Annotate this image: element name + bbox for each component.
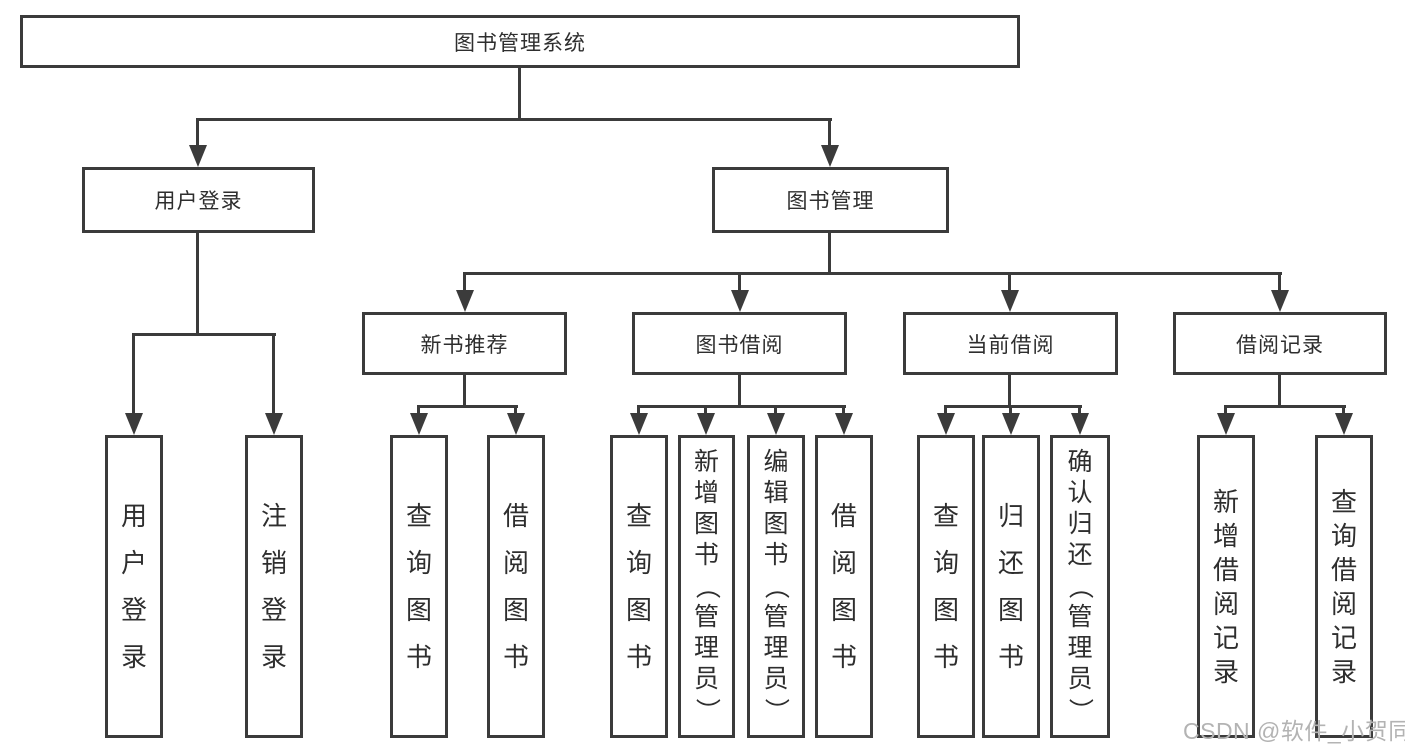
leaf-user-login-label: 用户登录 — [120, 501, 147, 672]
arrow-down-icon — [1071, 413, 1089, 435]
connector-shaft — [1278, 272, 1281, 294]
connector-shaft — [774, 405, 777, 419]
connector-shaft — [1342, 405, 1345, 419]
arrow-down-icon — [697, 413, 715, 435]
node-root-label: 图书管理系统 — [454, 31, 586, 55]
connector-to-user-login — [196, 118, 199, 149]
connector-book-borrow-split — [637, 405, 846, 408]
leaf-query-book-1: 查询图书 — [390, 435, 448, 738]
node-root: 图书管理系统 — [20, 15, 1020, 68]
leaf-add-record-label: 新增借阅记录 — [1212, 486, 1239, 687]
node-current-borrow-label: 当前借阅 — [966, 333, 1055, 357]
leaf-query-record: 查询借阅记录 — [1315, 435, 1373, 738]
node-book-mgmt: 图书管理 — [712, 167, 949, 233]
connector-current-borrow-stem — [1008, 375, 1011, 405]
arrow-down-icon — [125, 413, 143, 435]
leaf-logout-label: 注销登录 — [260, 501, 287, 672]
connector-shaft — [944, 405, 947, 419]
connector-shaft — [842, 405, 845, 419]
connector-book-mgmt-stem — [828, 233, 831, 272]
leaf-add-book-label: 新增图书（管理员） — [692, 448, 721, 724]
leaf-borrow-book-2-label: 借阅图书 — [830, 501, 857, 672]
connector-borrow-record-stem — [1278, 375, 1281, 405]
leaf-return-book-label: 归还图书 — [997, 501, 1024, 672]
node-new-book-rec-label: 新书推荐 — [420, 333, 509, 357]
node-user-login: 用户登录 — [82, 167, 315, 233]
node-borrow-record: 借阅记录 — [1173, 312, 1387, 375]
connector-shaft — [514, 405, 517, 419]
arrow-down-icon — [507, 413, 525, 435]
connector-shaft — [132, 333, 135, 417]
leaf-add-record: 新增借阅记录 — [1197, 435, 1255, 738]
leaf-edit-book: 编辑图书（管理员） — [747, 435, 805, 738]
connector-new-book-stem — [463, 375, 466, 405]
leaf-logout: 注销登录 — [245, 435, 303, 738]
arrow-down-icon — [630, 413, 648, 435]
arrow-down-icon — [1217, 413, 1235, 435]
leaf-confirm-return: 确认归还（管理员） — [1050, 435, 1110, 738]
connector-shaft — [738, 272, 741, 294]
connector-user-login-split — [132, 333, 276, 336]
connector-book-mgmt-split — [463, 272, 1282, 275]
arrow-down-icon — [1002, 413, 1020, 435]
leaf-borrow-book-1: 借阅图书 — [487, 435, 545, 738]
node-book-mgmt-label: 图书管理 — [786, 190, 875, 213]
connector-shaft — [1008, 272, 1011, 294]
node-book-borrow: 图书借阅 — [632, 312, 847, 375]
leaf-borrow-book-2: 借阅图书 — [815, 435, 873, 738]
arrow-down-icon — [821, 145, 839, 167]
arrow-down-icon — [189, 145, 207, 167]
connector-shaft — [704, 405, 707, 419]
connector-shaft — [463, 272, 466, 294]
arrow-down-icon — [731, 290, 749, 312]
connector-shaft — [637, 405, 640, 419]
connector-shaft — [272, 333, 275, 417]
connector-book-borrow-stem — [738, 375, 741, 405]
leaf-query-book-2-label: 查询图书 — [625, 501, 652, 672]
leaf-return-book: 归还图书 — [982, 435, 1040, 738]
node-current-borrow: 当前借阅 — [903, 312, 1118, 375]
node-new-book-rec: 新书推荐 — [362, 312, 567, 375]
arrow-down-icon — [1335, 413, 1353, 435]
leaf-confirm-return-label: 确认归还（管理员） — [1066, 448, 1095, 724]
arrow-down-icon — [410, 413, 428, 435]
connector-current-borrow-split — [944, 405, 1082, 408]
connector-shaft — [1224, 405, 1227, 419]
connector-to-book-mgmt — [828, 118, 831, 149]
node-book-borrow-label: 图书借阅 — [695, 333, 784, 357]
leaf-query-book-2: 查询图书 — [610, 435, 668, 738]
node-user-login-label: 用户登录 — [154, 190, 243, 213]
csdn-watermark: CSDN @软件_小贺同学 — [1183, 718, 1405, 744]
connector-user-login-stem — [196, 233, 199, 333]
leaf-add-book: 新增图书（管理员） — [678, 435, 735, 738]
leaf-query-book-3: 查询图书 — [917, 435, 975, 738]
arrow-down-icon — [835, 413, 853, 435]
leaf-edit-book-label: 编辑图书（管理员） — [762, 448, 791, 724]
leaf-borrow-book-1-label: 借阅图书 — [502, 501, 529, 672]
leaf-query-record-label: 查询借阅记录 — [1330, 486, 1357, 687]
leaf-query-book-1-label: 查询图书 — [405, 501, 432, 672]
connector-shaft — [1009, 405, 1012, 419]
connector-new-book-split — [417, 405, 518, 408]
leaf-query-book-3-label: 查询图书 — [932, 501, 959, 672]
node-borrow-record-label: 借阅记录 — [1236, 333, 1324, 357]
connector-trunk — [518, 67, 521, 118]
leaf-user-login: 用户登录 — [105, 435, 163, 738]
arrow-down-icon — [456, 290, 474, 312]
arrow-down-icon — [1271, 290, 1289, 312]
connector-shaft — [1078, 405, 1081, 419]
arrow-down-icon — [767, 413, 785, 435]
arrow-down-icon — [265, 413, 283, 435]
arrow-down-icon — [937, 413, 955, 435]
connector-borrow-record-split — [1224, 405, 1346, 408]
arrow-down-icon — [1001, 290, 1019, 312]
connector-shaft — [417, 405, 420, 419]
connector-level1 — [196, 118, 832, 121]
